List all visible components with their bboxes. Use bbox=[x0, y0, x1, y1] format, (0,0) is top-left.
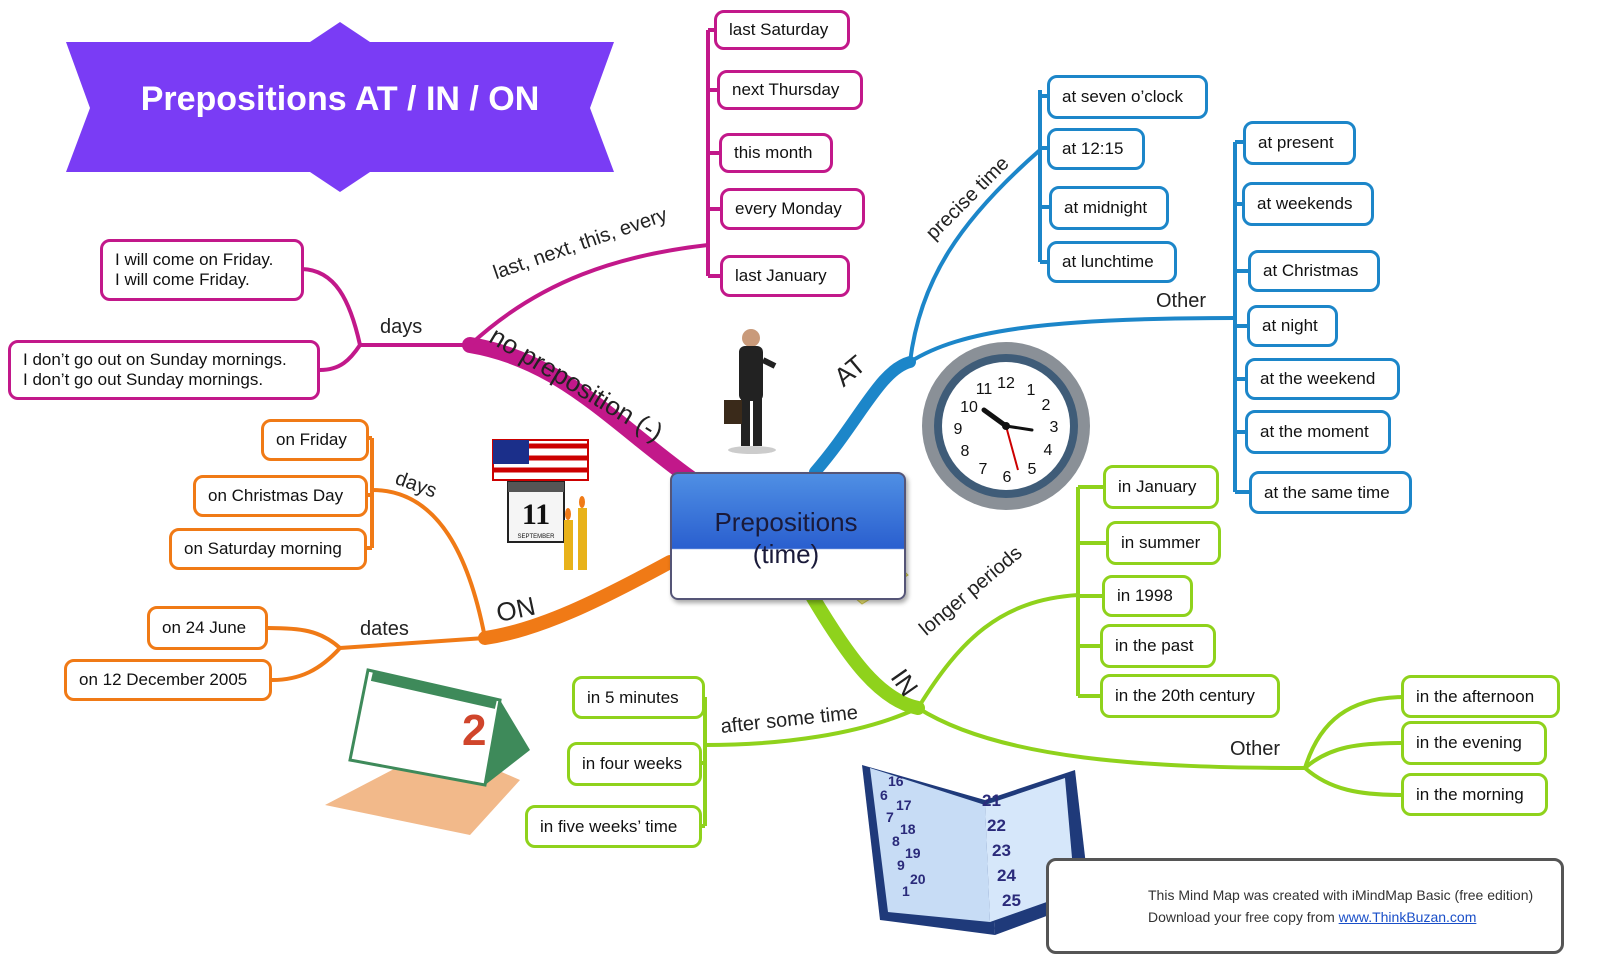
diary-date: 1 bbox=[902, 883, 910, 899]
clock-number-1: 1 bbox=[1027, 382, 1036, 399]
example-node: at seven o’clock bbox=[1047, 75, 1208, 119]
example-node: in five weeks’ time bbox=[525, 805, 702, 848]
diary-date: 19 bbox=[905, 845, 921, 861]
clock-number-11: 11 bbox=[976, 381, 993, 398]
diary-date: 23 bbox=[992, 841, 1011, 860]
central-topic-line1: Prepositions bbox=[714, 507, 858, 537]
clock-number-5: 5 bbox=[1028, 461, 1037, 478]
example-node: next Thursday bbox=[717, 70, 863, 110]
example-node: last Saturday bbox=[714, 10, 850, 50]
example-node: in 1998 bbox=[1102, 575, 1193, 617]
clock-number-3: 3 bbox=[1050, 419, 1059, 436]
example-node: in four weeks bbox=[567, 742, 702, 786]
diary-date: 7 bbox=[886, 809, 894, 825]
desk-calendar-number: 2 bbox=[462, 706, 486, 755]
example-node: at weekends bbox=[1242, 182, 1374, 226]
example-node: on Christmas Day bbox=[193, 475, 368, 517]
example-node: on 24 June bbox=[147, 606, 268, 650]
example-node: on 12 December 2005 bbox=[64, 659, 272, 701]
example-node: at 12:15 bbox=[1047, 128, 1145, 170]
sub-label-in-other: Other bbox=[1230, 738, 1281, 760]
example-node: at Christmas bbox=[1248, 250, 1380, 292]
branch-no-preposition bbox=[462, 337, 698, 486]
example-node: in summer bbox=[1106, 521, 1221, 565]
example-node: at midnight bbox=[1049, 186, 1169, 230]
sub-label-no-prep-days: days bbox=[380, 316, 423, 338]
example-node: at night bbox=[1247, 305, 1338, 347]
example-node: in the evening bbox=[1401, 721, 1547, 765]
diary-date: 22 bbox=[987, 816, 1006, 835]
credit-prefix: Download your free copy from bbox=[1148, 909, 1339, 925]
example-line: I don’t go out Sunday mornings. bbox=[23, 370, 264, 389]
branch-in bbox=[805, 589, 925, 715]
example-node: at present bbox=[1243, 121, 1356, 165]
example-line: I will come Friday. bbox=[115, 270, 250, 289]
branch-on bbox=[478, 555, 677, 645]
calendar-month-label: SEPTEMBER bbox=[517, 534, 555, 540]
diary-date: 20 bbox=[910, 871, 926, 887]
example-node: at lunchtime bbox=[1047, 241, 1177, 283]
thinkbuzan-link[interactable]: www.ThinkBuzan.com bbox=[1338, 909, 1477, 925]
central-topic-box bbox=[670, 472, 906, 600]
diary-date: 9 bbox=[897, 857, 905, 873]
clock-number-4: 4 bbox=[1044, 442, 1053, 459]
clock-number-7: 7 bbox=[979, 461, 988, 478]
example-node: this month bbox=[719, 133, 833, 173]
example-line: I don’t go out on Sunday mornings. bbox=[23, 350, 287, 369]
diary-date: 25 bbox=[1002, 891, 1021, 910]
diary-date: 6 bbox=[880, 787, 888, 803]
flag-calendar-illustration: 11 SEPTEMBER bbox=[492, 439, 589, 570]
example-node: in the afternoon bbox=[1401, 675, 1560, 718]
diary-date: 8 bbox=[892, 833, 900, 849]
example-node: every Monday bbox=[720, 188, 865, 230]
clock-number-2: 2 bbox=[1042, 397, 1051, 414]
clock-illustration: 12 1 2 3 4 5 6 7 8 9 10 11 bbox=[922, 342, 1090, 510]
example-node: last January bbox=[720, 255, 850, 297]
sub-label-at-other: Other bbox=[1156, 290, 1207, 312]
credit-line2: Download your free copy from www.ThinkBu… bbox=[1148, 909, 1476, 925]
clock-number-8: 8 bbox=[961, 443, 970, 460]
diary-date: 21 bbox=[982, 791, 1001, 810]
example-node: at the weekend bbox=[1245, 358, 1400, 400]
page-title: Prepositions AT / IN / ON bbox=[140, 80, 540, 118]
diary-date: 16 bbox=[888, 773, 904, 789]
example-node: in the 20th century bbox=[1100, 674, 1280, 718]
diary-illustration: 16 6 17 7 18 8 19 9 20 1 21 22 23 24 25 bbox=[862, 765, 1090, 935]
example-node: I will come on Friday. I will come Frida… bbox=[100, 239, 304, 301]
central-topic-line2: (time) bbox=[752, 539, 820, 569]
diary-date: 18 bbox=[900, 821, 916, 837]
credit-box bbox=[1046, 858, 1564, 954]
clock-number-12: 12 bbox=[997, 375, 1015, 392]
calendar-day-number: 11 bbox=[522, 498, 550, 531]
example-node: in January bbox=[1103, 465, 1219, 509]
example-node: at the moment bbox=[1245, 410, 1391, 454]
diary-date: 24 bbox=[997, 866, 1016, 885]
example-node: I don’t go out on Sunday mornings. I don… bbox=[8, 340, 320, 400]
example-node: in the past bbox=[1100, 624, 1216, 668]
example-node: in 5 minutes bbox=[572, 676, 705, 719]
clock-number-6: 6 bbox=[1003, 469, 1012, 486]
sub-label-on-dates: dates bbox=[360, 618, 409, 640]
diary-date: 17 bbox=[896, 797, 912, 813]
businessman-illustration bbox=[724, 329, 777, 454]
example-node: on Saturday morning bbox=[169, 528, 367, 570]
clock-number-9: 9 bbox=[954, 421, 963, 438]
clock-number-10: 10 bbox=[960, 399, 978, 416]
example-node: at the same time bbox=[1249, 471, 1412, 514]
branch-at bbox=[809, 356, 916, 478]
example-node: on Friday bbox=[261, 419, 369, 461]
example-node: in the morning bbox=[1401, 773, 1548, 816]
example-line: I will come on Friday. bbox=[115, 250, 274, 269]
credit-line1: This Mind Map was created with iMindMap … bbox=[1148, 887, 1534, 903]
central-topic: Prepositions (time) bbox=[670, 506, 902, 570]
title-banner bbox=[66, 22, 614, 192]
desk-calendar-illustration: 2 bbox=[325, 668, 530, 835]
